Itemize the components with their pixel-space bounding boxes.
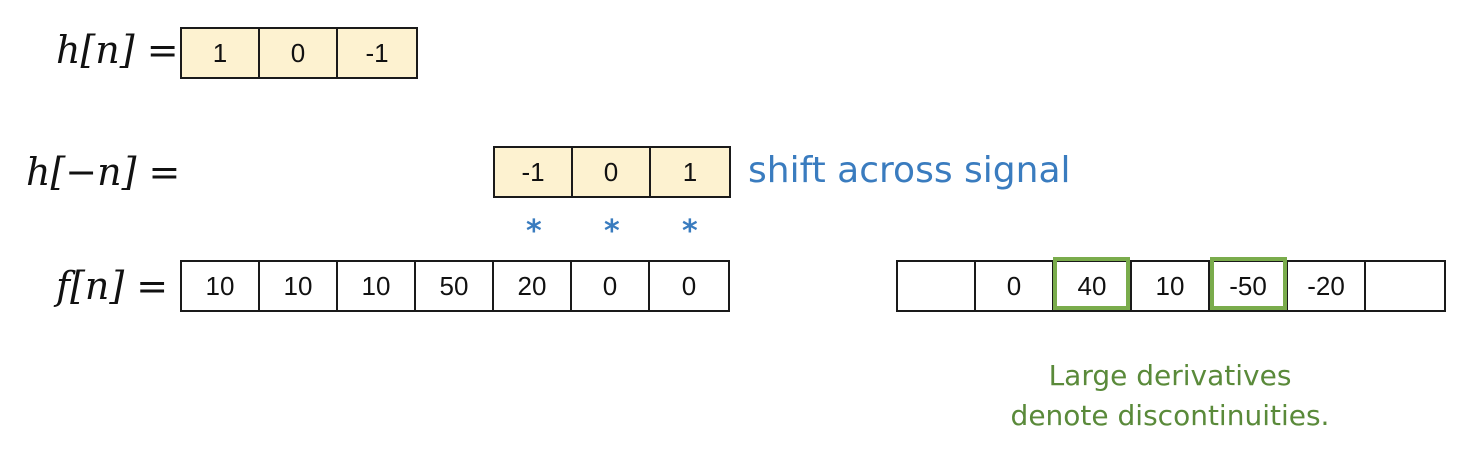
output-array: 0 40 10 -50 -20 [896,260,1446,312]
kernel-cell: -1 [338,29,416,77]
signal-label-text: f[n] [56,264,125,308]
signal-cell: 20 [494,262,572,310]
output-cell: 0 [976,262,1054,310]
multiply-operator: * [526,214,542,249]
caption-line-1: Large derivatives [1048,359,1292,392]
discontinuity-caption: Large derivatives denote discontinuities… [960,356,1380,436]
kernel-label-text: h[n] [56,28,135,72]
signal-label: f[n] = [56,264,168,308]
signal-cell: 0 [572,262,650,310]
kernel-cell: 1 [182,29,260,77]
flipped-kernel-cell: -1 [495,148,573,196]
signal-cell: 50 [416,262,494,310]
output-cell [1366,262,1444,310]
output-cell: -20 [1288,262,1366,310]
signal-cell: 10 [182,262,260,310]
discontinuity-highlight [1210,257,1287,310]
flipped-kernel-label-text: h[−n] [26,150,137,194]
kernel-array: 1 0 -1 [180,27,418,79]
flipped-kernel-equals: = [148,150,181,194]
output-cell [898,262,976,310]
signal-array: 10 10 10 50 20 0 0 [180,260,730,312]
flipped-kernel-label: h[−n] = [26,150,180,194]
flipped-kernel-cell: 0 [573,148,651,196]
discontinuity-highlight [1053,257,1130,310]
output-cell: -50 [1210,262,1288,310]
signal-cell: 10 [338,262,416,310]
caption-line-2: denote discontinuities. [1010,399,1330,432]
kernel-label: h[n] = [56,28,179,72]
signal-equals: = [136,264,169,308]
kernel-cell: 0 [260,29,338,77]
multiply-operator: * [604,214,620,249]
signal-cell: 10 [260,262,338,310]
shift-annotation: shift across signal [748,150,1071,191]
kernel-equals: = [146,28,179,72]
flipped-kernel-cell: 1 [651,148,729,196]
flipped-kernel-array: -1 0 1 [493,146,731,198]
output-cell: 40 [1054,262,1132,310]
multiply-operator: * [682,214,698,249]
signal-cell: 0 [650,262,728,310]
output-cell: 10 [1132,262,1210,310]
